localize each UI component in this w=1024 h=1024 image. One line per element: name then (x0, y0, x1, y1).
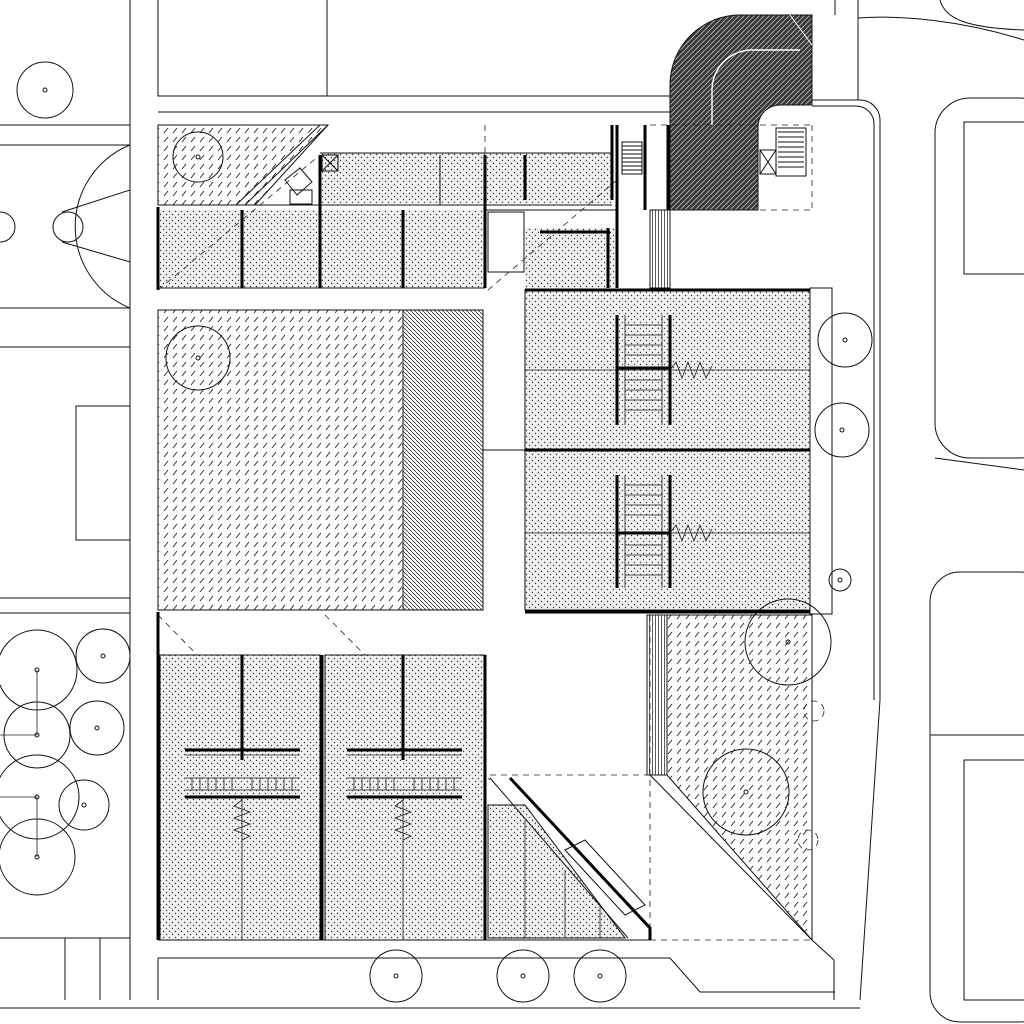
tree (75, 628, 131, 684)
city-block-2 (929, 571, 1024, 1023)
tree (172, 131, 224, 183)
tree (496, 949, 550, 1003)
south-east-garden (649, 614, 813, 942)
south-stair-wedge (487, 776, 652, 940)
stair (621, 127, 807, 177)
tree (0, 629, 78, 711)
tree (69, 700, 125, 756)
central-passage (649, 209, 671, 289)
tree (165, 325, 231, 391)
tree (828, 568, 852, 592)
west-strip (0, 0, 131, 1000)
east-classrooms (524, 287, 833, 615)
central-ramp (402, 309, 484, 611)
east-street (812, 0, 1024, 1023)
south-classrooms (156, 612, 650, 941)
tree (814, 402, 870, 458)
classroom-unit-1 (615, 315, 713, 425)
tree (744, 598, 832, 686)
central-courtyard (157, 309, 525, 611)
classroom-unit-4 (347, 655, 462, 940)
classroom-unit-2 (615, 475, 713, 588)
tree (702, 748, 790, 836)
city-block-1 (934, 97, 1024, 459)
road-curve (669, 14, 813, 211)
trees (0, 61, 873, 1003)
tree (817, 312, 873, 368)
tree (58, 779, 110, 831)
tree (16, 61, 74, 119)
north-wing (156, 124, 813, 290)
tree (573, 949, 627, 1003)
north-block (157, 0, 670, 113)
tree (369, 949, 423, 1003)
basketball-court (0, 144, 131, 309)
classroom-unit-3 (185, 655, 300, 940)
south-street (0, 939, 860, 1009)
sports-field (75, 405, 131, 541)
